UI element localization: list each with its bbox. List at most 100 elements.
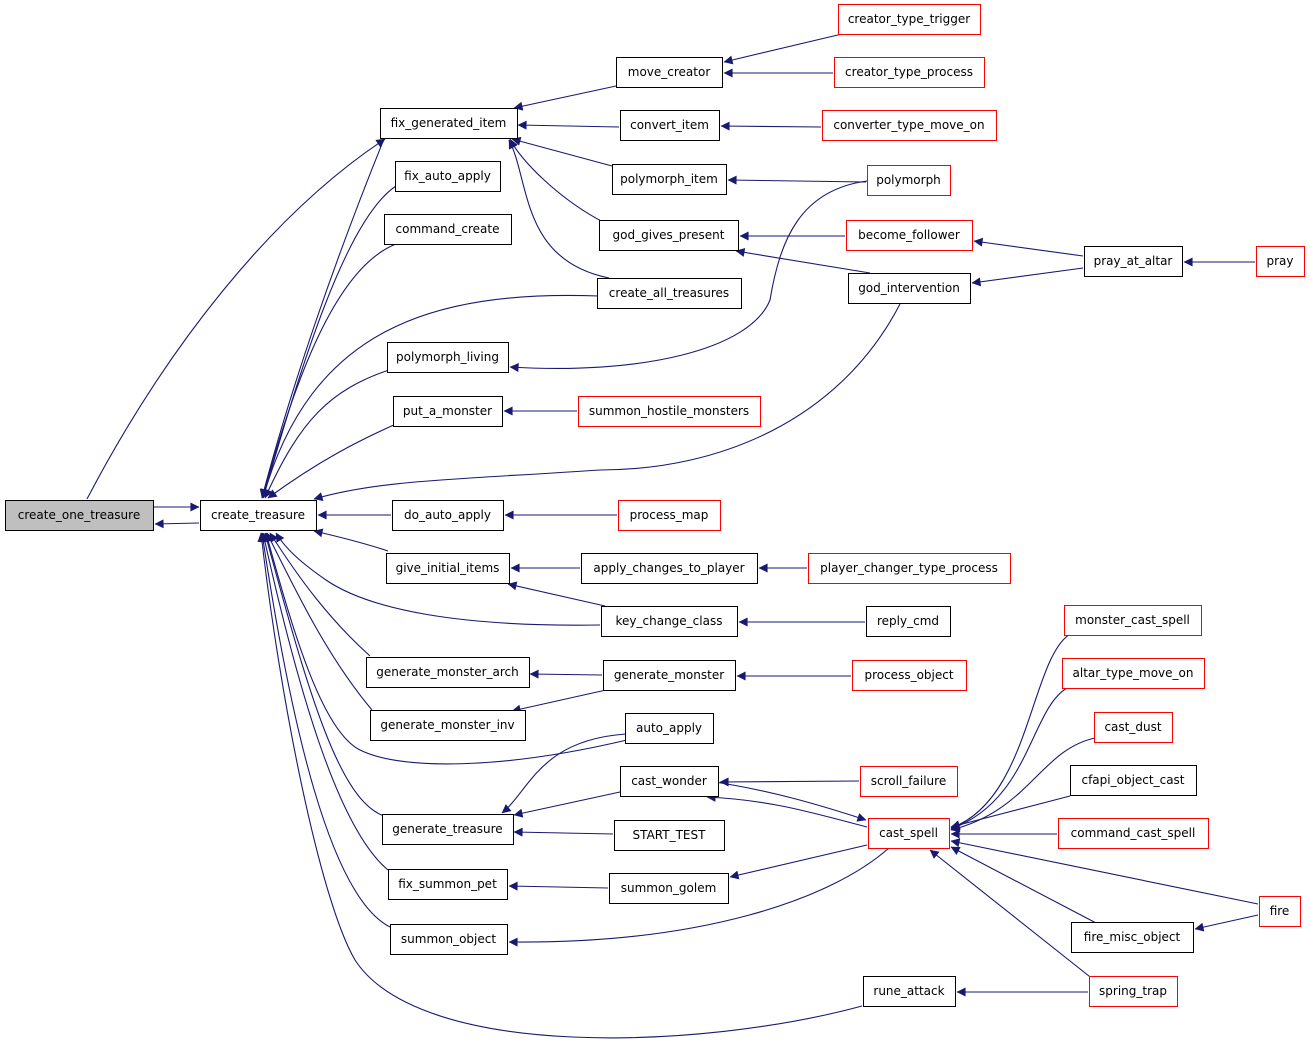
node-box	[393, 396, 503, 427]
node-generate_treasure[interactable]: generate_treasure	[382, 814, 514, 845]
node-label: polymorph_item	[620, 172, 718, 186]
node-label: altar_type_move_on	[1073, 666, 1194, 680]
node-label: move_creator	[628, 65, 711, 79]
node-polymorph_living[interactable]: polymorph_living	[387, 342, 509, 373]
node-box	[866, 606, 951, 637]
node-label: generate_treasure	[392, 822, 502, 836]
edge-cast_wonder-to-generate_treasure	[513, 791, 621, 818]
node-label: convert_item	[630, 118, 709, 132]
node-box	[612, 164, 727, 195]
node-cast_dust[interactable]: cast_dust	[1094, 712, 1173, 743]
node-pray[interactable]: pray	[1256, 246, 1305, 277]
node-player_changer_type_process[interactable]: player_changer_type_process	[808, 553, 1011, 584]
node-converter_type_move_on[interactable]: converter_type_move_on	[822, 110, 997, 141]
node-generate_monster_inv[interactable]: generate_monster_inv	[370, 710, 526, 741]
node-give_initial_items[interactable]: give_initial_items	[386, 553, 510, 584]
node-box	[5, 500, 154, 531]
node-box	[599, 220, 739, 251]
node-creator_type_process[interactable]: creator_type_process	[834, 57, 985, 88]
node-label: cfapi_object_cast	[1081, 773, 1184, 787]
node-summon_hostile_monsters[interactable]: summon_hostile_monsters	[578, 396, 761, 427]
node-label: summon_hostile_monsters	[589, 404, 749, 418]
node-fire[interactable]: fire	[1259, 896, 1301, 927]
node-summon_object[interactable]: summon_object	[390, 924, 508, 955]
node-scroll_failure[interactable]: scroll_failure	[860, 766, 958, 797]
node-polymorph[interactable]: polymorph	[867, 165, 951, 196]
node-spring_trap[interactable]: spring_trap	[1089, 976, 1178, 1007]
edge-generate_monster_inv-to-create_treasure	[266, 532, 373, 711]
node-cast_spell[interactable]: cast_spell	[868, 818, 950, 849]
node-box	[609, 873, 729, 904]
node-create_one_treasure[interactable]: create_one_treasure	[5, 500, 154, 531]
node-creator_type_trigger[interactable]: creator_type_trigger	[838, 4, 981, 35]
node-box	[834, 57, 985, 88]
node-fix_generated_item[interactable]: fix_generated_item	[380, 108, 518, 139]
node-START_TEST[interactable]: START_TEST	[614, 820, 725, 851]
node-command_cast_spell[interactable]: command_cast_spell	[1058, 818, 1209, 849]
node-label: auto_apply	[636, 721, 702, 735]
node-pray_at_altar[interactable]: pray_at_altar	[1084, 246, 1183, 277]
node-god_intervention[interactable]: god_intervention	[848, 273, 971, 304]
node-label: command_cast_spell	[1071, 826, 1196, 840]
edge-cfapi_object_cast-to-cast_spell	[950, 795, 1071, 830]
node-put_a_monster[interactable]: put_a_monster	[393, 396, 503, 427]
node-box	[382, 814, 514, 845]
edge-generate_monster-to-generate_monster_inv	[511, 689, 607, 714]
node-auto_apply[interactable]: auto_apply	[625, 713, 714, 744]
node-generate_monster_arch[interactable]: generate_monster_arch	[366, 657, 530, 688]
edge-START_TEST-to-generate_treasure	[513, 827, 614, 837]
edge-summon_object-to-create_treasure	[258, 532, 393, 929]
node-label: god_intervention	[858, 281, 960, 295]
node-fire_misc_object[interactable]: fire_misc_object	[1071, 922, 1194, 953]
node-command_create[interactable]: command_create	[384, 214, 512, 245]
node-box	[614, 820, 725, 851]
edge-polymorph-to-polymorph_living	[509, 180, 868, 373]
node-label: pray_at_altar	[1094, 254, 1173, 268]
node-create_all_treasures[interactable]: create_all_treasures	[597, 278, 742, 309]
edge-command_create-to-create_treasure	[260, 243, 397, 499]
node-label: process_object	[864, 668, 953, 682]
node-convert_item[interactable]: convert_item	[620, 110, 720, 141]
node-monster_cast_spell[interactable]: monster_cast_spell	[1064, 605, 1202, 636]
edge-create_all_treasures-to-fix_generated_item	[508, 139, 610, 279]
node-move_creator[interactable]: move_creator	[616, 57, 723, 88]
node-fix_auto_apply[interactable]: fix_auto_apply	[395, 161, 501, 192]
edge-polymorph-to-polymorph_item	[727, 175, 867, 185]
node-apply_changes_to_player[interactable]: apply_changes_to_player	[581, 553, 758, 584]
node-fix_summon_pet[interactable]: fix_summon_pet	[388, 869, 508, 900]
node-do_auto_apply[interactable]: do_auto_apply	[392, 500, 504, 531]
node-box	[620, 766, 719, 797]
node-process_map[interactable]: process_map	[618, 500, 721, 531]
node-cast_wonder[interactable]: cast_wonder	[620, 766, 719, 797]
edge-polymorph_living-to-create_treasure	[264, 369, 390, 499]
node-reply_cmd[interactable]: reply_cmd	[866, 606, 951, 637]
node-generate_monster[interactable]: generate_monster	[603, 660, 736, 691]
node-become_follower[interactable]: become_follower	[846, 220, 973, 251]
node-summon_golem[interactable]: summon_golem	[609, 873, 729, 904]
edge-create_one_treasure-to-fix_generated_item	[86, 138, 386, 500]
node-label: monster_cast_spell	[1075, 613, 1190, 627]
node-box	[868, 818, 950, 849]
edge-generate_treasure-to-create_treasure	[262, 532, 385, 817]
node-box	[822, 110, 997, 141]
node-box	[387, 342, 509, 373]
node-label: generate_monster	[614, 668, 724, 682]
node-box	[846, 220, 973, 251]
node-rune_attack[interactable]: rune_attack	[863, 976, 956, 1007]
node-label: apply_changes_to_player	[593, 561, 744, 575]
edge-cast_dust-to-cast_spell	[950, 737, 1096, 833]
node-label: pray	[1266, 254, 1293, 268]
node-box	[601, 606, 738, 637]
node-label: fix_auto_apply	[404, 169, 491, 183]
node-process_object[interactable]: process_object	[852, 660, 967, 691]
node-cfapi_object_cast[interactable]: cfapi_object_cast	[1070, 765, 1197, 796]
node-altar_type_move_on[interactable]: altar_type_move_on	[1062, 658, 1205, 689]
node-create_treasure[interactable]: create_treasure	[200, 500, 317, 531]
node-polymorph_item[interactable]: polymorph_item	[612, 164, 727, 195]
node-box	[863, 976, 956, 1007]
node-box	[578, 396, 761, 427]
node-key_change_class[interactable]: key_change_class	[601, 606, 738, 637]
node-box	[852, 660, 967, 691]
node-god_gives_present[interactable]: god_gives_present	[599, 220, 739, 251]
